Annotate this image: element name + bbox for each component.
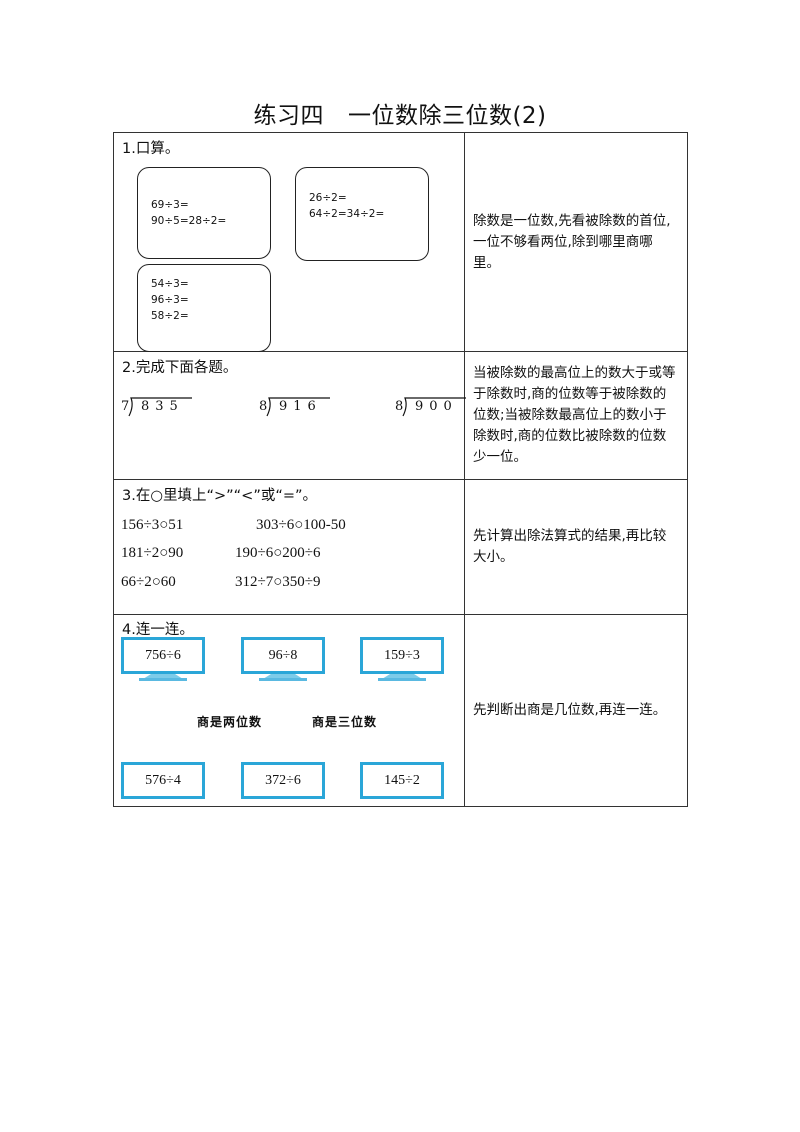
- calc-line: 26÷2=: [309, 192, 347, 204]
- exercise-table: 1.口算。 69÷3= 90÷5=28÷2= 26÷2= 64÷2=34÷2= …: [113, 132, 688, 807]
- calc-line: 58÷2=: [151, 310, 189, 322]
- tip-cell: 除数是一位数,先看被除数的首位,一位不够看两位,除到哪里商哪里。: [464, 132, 688, 352]
- compare-item: 312÷7○350÷9: [235, 574, 321, 590]
- divisor: 8: [395, 399, 404, 414]
- monitor-base-icon: [378, 678, 426, 681]
- section-compare: 3.在○里填上“>”“<”或“=”。 156÷3○51 303÷6○100-50…: [113, 479, 688, 615]
- expression-card[interactable]: 372÷6: [241, 762, 325, 806]
- calc-box-b: 26÷2= 64÷2=34÷2=: [295, 167, 429, 261]
- calc-line: 64÷2=34÷2=: [309, 208, 385, 220]
- mental-calc-cell: 1.口算。 69÷3= 90÷5=28÷2= 26÷2= 64÷2=34÷2= …: [113, 132, 465, 352]
- section3-heading: 3.在○里填上“>”“<”或“=”。: [122, 488, 318, 504]
- monitor-stand-icon: [143, 674, 183, 679]
- matching-cell: 4.连一连。 756÷6 96÷8 159÷3 商是两位数 商是三位数 576÷…: [113, 614, 465, 807]
- compare-item: 66÷2○60: [121, 574, 176, 590]
- page-title: 练习四一位数除三位数(2): [253, 103, 547, 129]
- dividend: 900: [415, 399, 458, 414]
- calc-box-a: 69÷3= 90÷5=28÷2=: [137, 167, 271, 259]
- monitor-stand-icon: [382, 674, 422, 679]
- calc-box-c: 54÷3= 96÷3= 58÷2=: [137, 264, 271, 352]
- division-bracket-icon: [402, 397, 466, 417]
- section2-tip: 当被除数的最高位上的数大于或等于除数时,商的位数等于被除数的位数;当被除数最高位…: [473, 365, 676, 465]
- expression-card[interactable]: 96÷8: [241, 637, 325, 683]
- tip-cell: 当被除数的最高位上的数大于或等于除数时,商的位数等于被除数的位数;当被除数最高位…: [464, 351, 688, 480]
- section4-tip: 先判断出商是几位数,再连一连。: [473, 702, 667, 718]
- category-three-digit[interactable]: 商是三位数: [312, 715, 378, 729]
- section-mental-calc: 1.口算。 69÷3= 90÷5=28÷2= 26÷2= 64÷2=34÷2= …: [113, 132, 688, 352]
- calc-line: 90÷5=28÷2=: [151, 215, 227, 227]
- monitor-icon: 96÷8: [241, 637, 325, 674]
- section-long-division: 2.完成下面各题。 7 835 8 916 8 900 当被除数的最高位上的数大…: [113, 351, 688, 480]
- monitor-icon: 576÷4: [121, 762, 205, 799]
- monitor-stand-icon: [263, 674, 303, 679]
- compare-item: 303÷6○100-50: [256, 517, 346, 533]
- expression-label: 756÷6: [124, 640, 202, 671]
- expression-card[interactable]: 145÷2: [360, 762, 444, 806]
- compare-item: 190÷6○200÷6: [235, 545, 321, 561]
- expression-label: 159÷3: [363, 640, 441, 671]
- calc-line: 54÷3=: [151, 278, 189, 290]
- calc-line: 69÷3=: [151, 199, 189, 211]
- expression-label: 576÷4: [124, 765, 202, 796]
- dividend: 835: [141, 399, 184, 414]
- expression-card[interactable]: 756÷6: [121, 637, 205, 683]
- expression-card[interactable]: 159÷3: [360, 637, 444, 683]
- section3-tip: 先计算出除法算式的结果,再比较大小。: [473, 528, 667, 565]
- monitor-base-icon: [259, 678, 307, 681]
- compare-item: 156÷3○51: [121, 517, 184, 533]
- tip-cell: 先计算出除法算式的结果,再比较大小。: [464, 479, 688, 615]
- expression-card[interactable]: 576÷4: [121, 762, 205, 806]
- long-division-cell: 2.完成下面各题。 7 835 8 916 8 900: [113, 351, 466, 480]
- section-matching: 4.连一连。 756÷6 96÷8 159÷3 商是两位数 商是三位数 576÷…: [113, 614, 688, 807]
- monitor-icon: 372÷6: [241, 762, 325, 799]
- category-two-digit[interactable]: 商是两位数: [197, 715, 263, 729]
- monitor-icon: 145÷2: [360, 762, 444, 799]
- monitor-base-icon: [139, 678, 187, 681]
- compare-cell: 3.在○里填上“>”“<”或“=”。 156÷3○51 303÷6○100-50…: [113, 479, 465, 615]
- monitor-icon: 756÷6: [121, 637, 205, 674]
- division-bracket-icon: [266, 397, 330, 417]
- expression-label: 145÷2: [363, 765, 441, 796]
- section4-heading: 4.连一连。: [122, 622, 194, 638]
- section1-heading: 1.口算。: [122, 141, 180, 157]
- dividend: 916: [279, 399, 322, 414]
- section2-heading: 2.完成下面各题。: [122, 360, 238, 376]
- tip-cell: 先判断出商是几位数,再连一连。: [464, 614, 688, 807]
- monitor-icon: 159÷3: [360, 637, 444, 674]
- divisor: 7: [121, 399, 130, 414]
- divisor: 8: [259, 399, 268, 414]
- calc-line: 96÷3=: [151, 294, 189, 306]
- expression-label: 96÷8: [244, 640, 322, 671]
- compare-item: 181÷2○90: [121, 545, 184, 561]
- section1-tip: 除数是一位数,先看被除数的首位,一位不够看两位,除到哪里商哪里。: [473, 212, 671, 271]
- division-bracket-icon: [128, 397, 192, 417]
- expression-label: 372÷6: [244, 765, 322, 796]
